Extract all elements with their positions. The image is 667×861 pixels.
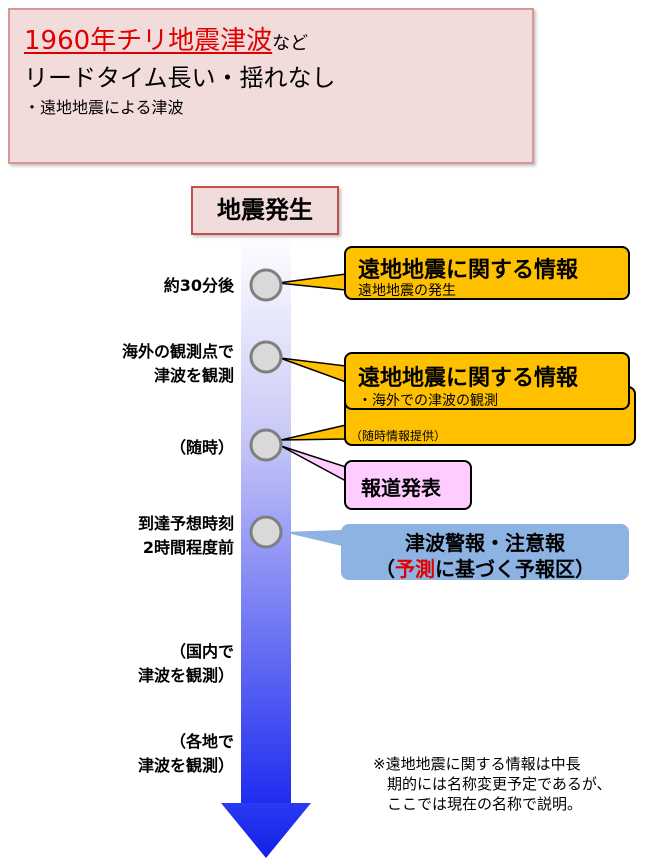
timeline-node-4: [249, 515, 283, 549]
footnote-line3: ここでは現在の名称で説明。: [387, 795, 583, 813]
event-label-4: 到達予想時刻 2時間程度前: [138, 512, 234, 560]
event-label-1: 約30分後: [164, 274, 234, 298]
callout-press-release: 報道発表: [344, 460, 472, 510]
footnote: ※遠地地震に関する情報は中長 期的には名称変更予定であるが、 ここでは現在の名称…: [373, 754, 612, 814]
event-label-2-line2: 津波を観測: [153, 366, 234, 385]
timeline-node-1: [249, 268, 283, 302]
callout-info-distant-quake: 遠地地震に関する情報 遠地地震の発生: [344, 246, 630, 300]
header-box: 1960年チリ地震津波など リードタイム長い・揺れなし ・遠地地震による津波: [8, 8, 534, 164]
callout-info2-sub: ・海外での津波の観測: [358, 393, 498, 409]
callout-warning-line1: 津波警報・注意報: [405, 531, 565, 555]
callout-warning-forecast: 予測: [395, 557, 435, 581]
callout-tsunami-warning: 津波警報・注意報 （予測に基づく予報区）: [341, 524, 629, 582]
footnote-line2: 期的には名称変更予定であるが、: [387, 775, 612, 793]
header-detail: ・遠地地震による津波: [24, 98, 184, 117]
callout-info-overseas: 遠地地震に関する情報 ・海外での津波の観測: [344, 352, 630, 410]
event-label-5-line2: 津波を観測）: [137, 666, 234, 685]
event-label-1-line1: 約30分後: [163, 276, 234, 295]
header-title-suffix: など: [272, 33, 309, 54]
callout-warning-paren: （: [375, 557, 395, 581]
event-label-6-line1: （各地で: [169, 732, 234, 751]
event-label-5-line1: （国内で: [169, 642, 234, 661]
event-label-4-line1: 到達予想時刻: [137, 514, 234, 533]
header-title-event: 1960年チリ地震津波: [24, 26, 273, 56]
event-label-2-line1: 海外の観測点で: [121, 342, 234, 361]
header-subtitle: リードタイム長い・揺れなし: [24, 64, 336, 92]
timeline-node-3: [249, 428, 283, 462]
callout-press-title: 報道発表: [361, 476, 441, 500]
callout-info1-title: 遠地地震に関する情報: [358, 258, 579, 283]
timeline-start-label: 地震発生: [191, 186, 339, 235]
event-label-3-line1: （随時）: [169, 438, 234, 457]
callout-warning-rest: に基づく予報区）: [435, 557, 595, 581]
event-label-6: （各地で 津波を観測）: [138, 730, 234, 778]
callout-info1-sub: 遠地地震の発生: [358, 283, 456, 299]
connector-warning: [283, 530, 342, 546]
callout-info2-title: 遠地地震に関する情報: [358, 366, 579, 391]
event-label-3: （随時）: [170, 436, 234, 460]
timeline-node-2: [249, 340, 283, 374]
callout-warning-line2: （予測に基づく予報区）: [341, 553, 629, 582]
event-label-4-line2: 2時間程度前: [142, 538, 234, 557]
event-label-6-line2: 津波を観測）: [137, 756, 234, 775]
footnote-line1: ※遠地地震に関する情報は中長: [373, 755, 581, 773]
event-label-5: （国内で 津波を観測）: [138, 640, 234, 688]
event-label-2: 海外の観測点で 津波を観測: [122, 340, 234, 388]
callout-info2-continuous: （随時情報提供）: [350, 429, 447, 443]
header-title: 1960年チリ地震津波など: [24, 20, 308, 57]
timeline-arrow-head: [221, 803, 311, 858]
